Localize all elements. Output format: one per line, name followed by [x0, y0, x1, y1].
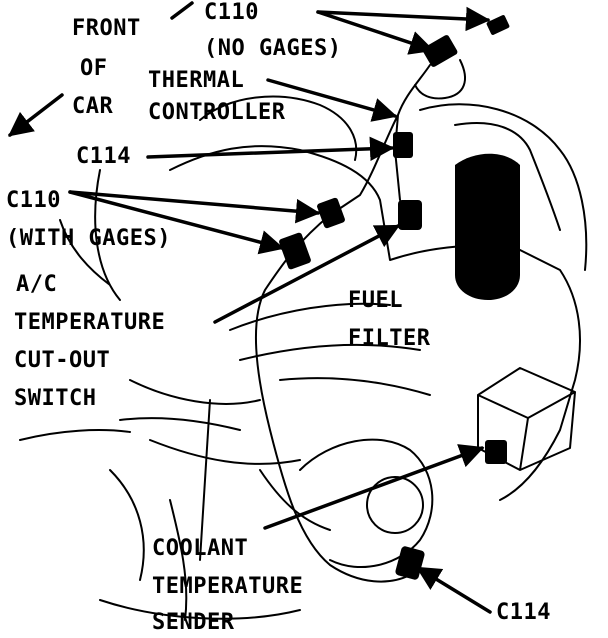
- valve-cover: [419, 103, 588, 271]
- left-fender: [59, 169, 121, 301]
- label-c110-with-gages-note: (WITH GAGES): [6, 226, 171, 251]
- label-controller: CONTROLLER: [148, 100, 286, 125]
- label-c114-bottom: C114: [496, 600, 551, 625]
- label-coolant: COOLANT: [152, 536, 249, 561]
- label-switch: SWITCH: [14, 386, 97, 411]
- fuel-filter-body: [455, 153, 520, 300]
- label-filter: FILTER: [348, 326, 431, 351]
- c110-with-gages-arrow-2: [68, 190, 285, 255]
- ac-switch-arrow: [213, 224, 401, 324]
- cylinder-head: [229, 302, 431, 396]
- lower-frame: [99, 599, 301, 620]
- c110-no-gages-connector-mate: [486, 15, 510, 35]
- hose-top: [454, 121, 561, 231]
- pulley: [366, 476, 424, 534]
- label-sender: SENDER: [152, 610, 235, 635]
- c110-with-gages-connector-2: [279, 232, 311, 270]
- c110-no-gages-arrow-1: [316, 10, 435, 55]
- coolant-sender-connector: [485, 440, 507, 464]
- c110-with-gages-arrow-1: [68, 190, 321, 224]
- lower-engine: [129, 379, 331, 561]
- air-cleaner-outline: [199, 95, 358, 161]
- label-car: CAR: [72, 94, 114, 119]
- label-c110-no-gages-id: C110: [204, 0, 259, 25]
- c114-bottom-connector: [395, 546, 425, 580]
- c110-no-gages-arrow-2: [316, 6, 491, 32]
- label-c110-no-gages-note: (NO GAGES): [204, 36, 342, 61]
- front-bumper: [19, 429, 131, 441]
- front-of-car-arrow: [8, 93, 64, 137]
- c114-bottom-arrow: [415, 566, 492, 614]
- label-ac-temperature: TEMPERATURE: [14, 310, 166, 335]
- wiring-harness: [254, 64, 431, 583]
- engine-outline: [169, 145, 581, 501]
- pulley-housing: [299, 438, 434, 568]
- label-thermal: THERMAL: [148, 68, 245, 93]
- c110-no-gages-leader: [170, 1, 194, 20]
- thermal-controller-connector: [398, 200, 422, 230]
- label-front: FRONT: [72, 16, 141, 41]
- label-c114-top: C114: [76, 144, 131, 169]
- label-ac: A/C: [16, 272, 58, 297]
- c114-top-connector: [393, 132, 413, 158]
- label-of: OF: [80, 56, 108, 81]
- c114-top-arrow: [146, 136, 395, 162]
- coolant-sender-arrow: [263, 444, 485, 530]
- c110-no-gages-connector: [422, 35, 458, 67]
- label-cut-out: CUT-OUT: [14, 348, 111, 373]
- harness-loop: [414, 59, 466, 100]
- label-c110-with-gages-id: C110: [6, 188, 61, 213]
- bracket-lines: [109, 417, 241, 621]
- label-fuel: FUEL: [348, 288, 403, 313]
- label-coolant-temperature: TEMPERATURE: [152, 574, 304, 599]
- thermal-controller-arrow: [266, 78, 398, 122]
- c110-with-gages-connector: [317, 197, 345, 229]
